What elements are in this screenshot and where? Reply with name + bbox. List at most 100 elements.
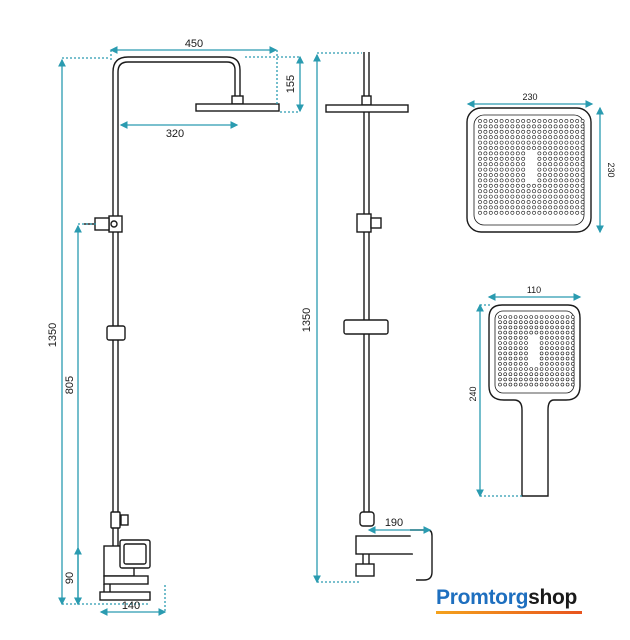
nozzle-dot xyxy=(542,151,547,156)
nozzle-dot xyxy=(508,341,513,345)
nozzle-dot xyxy=(548,162,553,167)
nozzle-dot xyxy=(478,151,482,156)
nozzle-dot xyxy=(575,129,580,134)
nozzle-dot xyxy=(539,382,544,387)
nozzle-dot xyxy=(548,129,553,134)
nozzle-dot xyxy=(580,140,585,145)
nozzle-dot xyxy=(521,194,526,199)
nozzle-dot xyxy=(515,135,520,140)
nozzle-dot xyxy=(526,183,531,188)
nozzle-dot xyxy=(553,210,558,215)
nozzle-dot xyxy=(526,124,531,129)
nozzle-dot xyxy=(548,178,553,183)
nozzle-dot xyxy=(503,315,508,319)
nozzle-dot xyxy=(526,135,531,140)
nozzle-dot xyxy=(537,194,542,199)
nozzle-dot xyxy=(564,178,569,183)
nozzle-dot xyxy=(532,146,536,150)
nozzle-dot xyxy=(513,377,518,382)
front-holder xyxy=(110,511,121,529)
nozzle-dot xyxy=(559,189,563,194)
nozzle-dot xyxy=(539,372,544,377)
nozzle-dot xyxy=(478,140,482,145)
nozzle-dot xyxy=(534,330,539,335)
nozzle-dot xyxy=(565,377,570,382)
nozzle-dot xyxy=(510,205,515,210)
nozzle-dot xyxy=(564,140,569,145)
nozzle-dot xyxy=(494,135,499,140)
nozzle-dot xyxy=(570,382,575,387)
nozzle-dot xyxy=(553,178,558,183)
nozzle-dot xyxy=(548,194,553,199)
nozzle-dot xyxy=(570,341,575,345)
nozzle-dot xyxy=(575,183,580,188)
nozzle-dot xyxy=(539,315,544,319)
nozzle-dot xyxy=(521,162,526,167)
nozzle-dot xyxy=(521,151,526,156)
nozzle-dot xyxy=(560,382,565,387)
nozzle-dot xyxy=(494,156,499,161)
nozzle-dot xyxy=(569,178,574,183)
nozzle-dot xyxy=(515,183,520,188)
nozzle-dot xyxy=(553,119,558,123)
nozzle-dot xyxy=(569,146,574,150)
nozzle-dot xyxy=(559,173,563,177)
nozzle-dot xyxy=(505,151,509,156)
dim-label-140: 140 xyxy=(122,600,140,612)
nozzle-dot xyxy=(478,200,482,204)
nozzle-dot xyxy=(494,167,499,172)
nozzle-dot xyxy=(526,189,531,194)
nozzle-dot xyxy=(510,189,515,194)
nozzle-dot xyxy=(542,156,547,161)
nozzle-dot xyxy=(575,156,580,161)
nozzle-dot xyxy=(503,341,508,345)
nozzle-dot xyxy=(478,119,482,123)
nozzle-dot xyxy=(532,194,536,199)
nozzle-dot xyxy=(559,156,563,161)
nozzle-dot xyxy=(521,140,526,145)
nozzle-dot xyxy=(518,356,523,361)
nozzle-dot xyxy=(488,119,493,123)
nozzle-dot xyxy=(483,162,488,167)
dim-label-805: 805 xyxy=(64,376,76,394)
nozzle-dot xyxy=(580,135,585,140)
nozzle-dot xyxy=(494,173,499,177)
nozzle-dot xyxy=(559,194,563,199)
nozzle-dot xyxy=(494,183,499,188)
nozzle-dot xyxy=(550,356,554,361)
nozzle-dot xyxy=(508,351,513,356)
nozzle-dot xyxy=(559,151,563,156)
nozzle-dot xyxy=(542,210,547,215)
nozzle-dot xyxy=(570,361,575,366)
nozzle-dot xyxy=(518,330,523,335)
nozzle-dot xyxy=(575,210,580,215)
nozzle-dot xyxy=(569,135,574,140)
nozzle-dot xyxy=(555,356,560,361)
nozzle-dot xyxy=(505,119,509,123)
nozzle-dot xyxy=(505,156,509,161)
nozzle-dot xyxy=(505,183,509,188)
nozzle-dot xyxy=(580,151,585,156)
nozzle-dot xyxy=(537,162,542,167)
nozzle-dot xyxy=(548,119,553,123)
nozzle-dot xyxy=(499,167,504,172)
nozzle-dot xyxy=(515,167,520,172)
nozzle-dot xyxy=(488,162,493,167)
nozzle-dot xyxy=(488,146,493,150)
nozzle-dot xyxy=(544,382,549,387)
nozzle-dot xyxy=(505,124,509,129)
nozzle-dot xyxy=(564,146,569,150)
nozzle-dot xyxy=(569,194,574,199)
nozzle-dot xyxy=(488,210,493,215)
nozzle-dot xyxy=(478,162,482,167)
nozzle-dot xyxy=(478,173,482,177)
nozzle-dot xyxy=(564,151,569,156)
nozzle-dot xyxy=(537,129,542,134)
nozzle-dot xyxy=(534,367,539,371)
nozzle-dot xyxy=(537,140,542,145)
nozzle-dot xyxy=(564,156,569,161)
nozzle-dot xyxy=(478,129,482,134)
nozzle-dot xyxy=(524,372,528,377)
front-head-connector xyxy=(231,95,244,105)
brand-underline xyxy=(436,611,582,614)
